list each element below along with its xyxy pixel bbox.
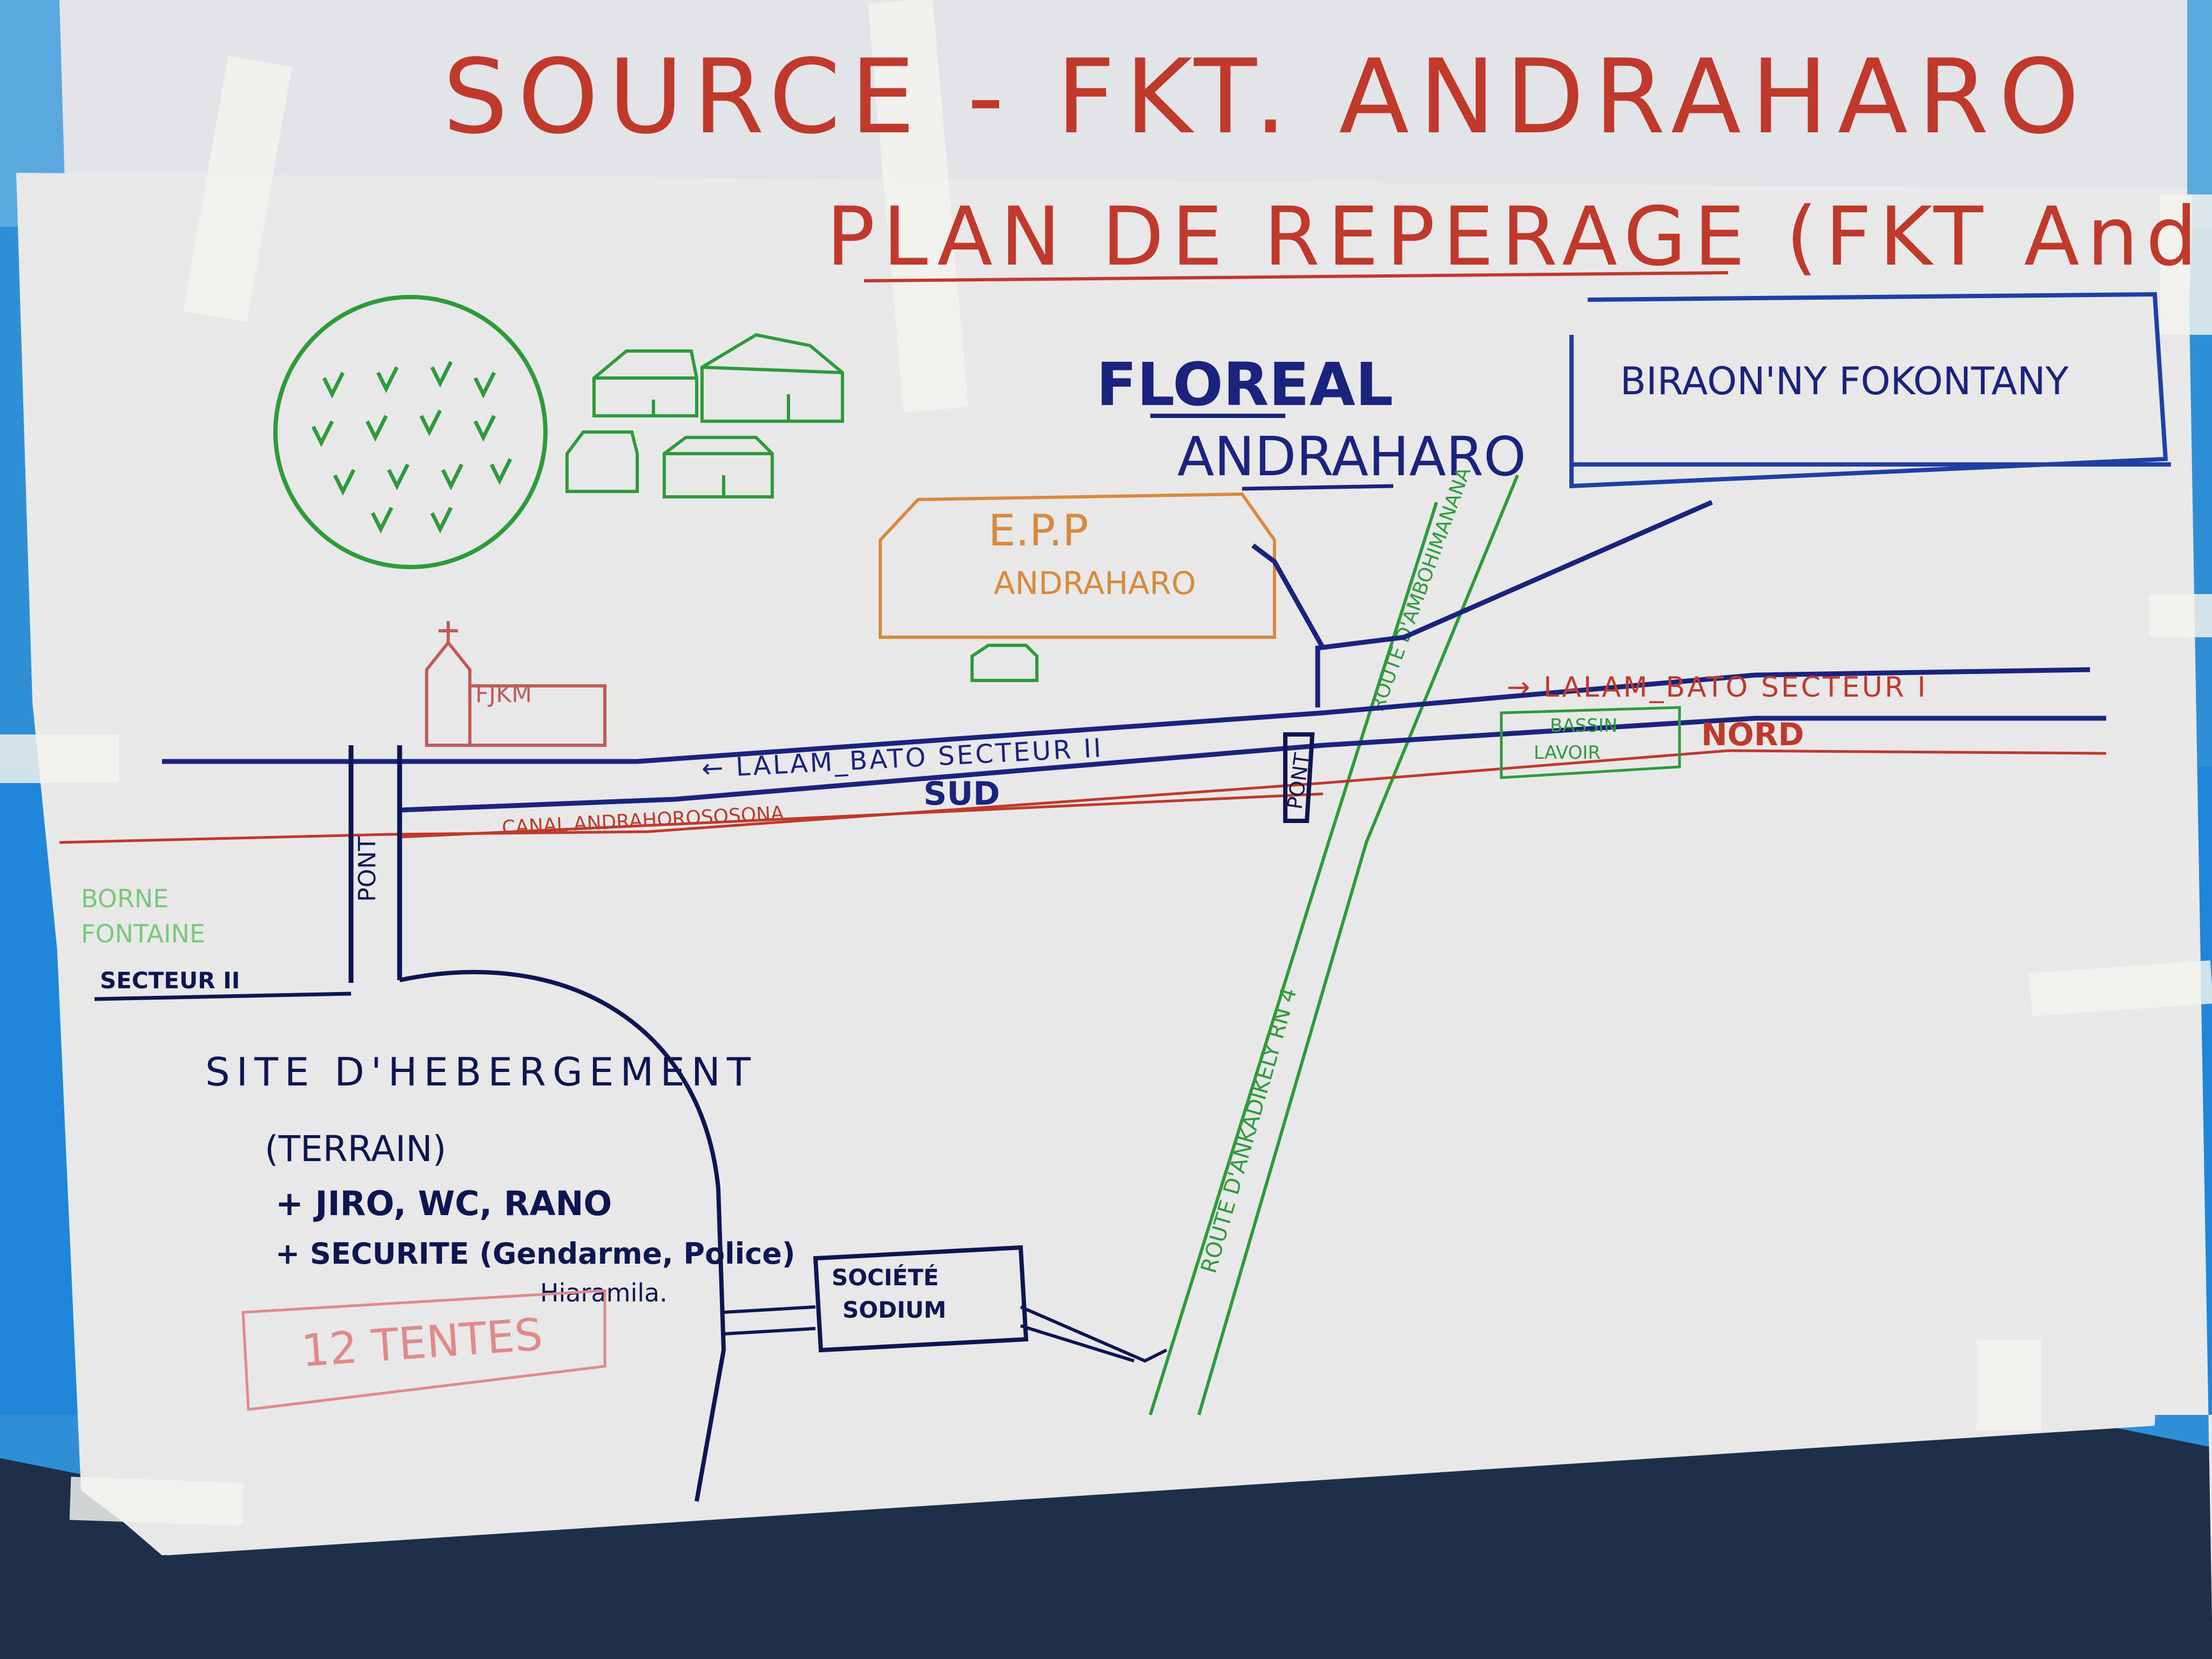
tape-group	[0, 0, 2212, 1526]
andraharo-label: ANDRAHARO	[1177, 425, 1526, 488]
canal	[59, 749, 2107, 844]
bassin-lavoir: BASSIN LAVOIR	[1500, 706, 1681, 779]
site-terrain: (TERRAIN)	[265, 1128, 447, 1170]
floreal-label: FLOREAL	[1096, 350, 1393, 419]
tape-piece	[1977, 1339, 2041, 1431]
borne-fontaine: BORNE FONTAINE	[81, 884, 205, 948]
right-bridge	[1283, 732, 1315, 823]
andraharo-underline	[1242, 484, 1394, 491]
tape-piece	[0, 734, 119, 783]
borne-label: BORNE	[81, 884, 168, 913]
pont-left-label: PONT	[354, 837, 381, 902]
tape-piece	[2149, 594, 2212, 637]
secteur-ii-label: SECTEUR II	[100, 967, 240, 994]
societe-label: SOCIÉTÉ	[832, 1264, 939, 1291]
school-icon: E.P.P ANDRAHARO	[879, 492, 1276, 639]
fjkm-label: FJKM	[475, 680, 532, 708]
house-icon	[700, 333, 844, 423]
sodium-label: SODIUM	[842, 1297, 946, 1323]
birao-label: BIRAON'NY FOKONTANY	[1620, 359, 2069, 403]
site-title: SITE D'HEBERGEMENT	[205, 1049, 757, 1095]
epp-label-2: ANDRAHARO	[994, 565, 1196, 602]
epp-label: E.P.P	[988, 505, 1088, 556]
forest-icon	[273, 295, 548, 569]
sud-label: SUD	[923, 775, 1000, 813]
societe-box: SOCIÉTÉ SODIUM	[723, 1245, 1168, 1363]
tape-piece	[183, 56, 292, 322]
house-icon	[592, 349, 698, 417]
bassin-label: BASSIN	[1550, 715, 1617, 737]
house-icon	[663, 436, 774, 498]
site-boundary	[399, 970, 726, 1502]
map-paper-surface	[16, 173, 2193, 1555]
birao-box: BIRAON'NY FOKONTANY	[1569, 292, 2171, 489]
lalam-secteur-i-label: → LALAM_BATO SECTEUR I	[1507, 671, 1928, 704]
source-heading: SOURCE - FKT. ANDRAHARO	[443, 37, 2089, 157]
tape-piece	[2029, 960, 2212, 1016]
title-underline	[864, 271, 1729, 282]
house-icon	[970, 644, 1038, 682]
fontaine-label: FONTAINE	[81, 919, 205, 948]
nord-label: NORD	[1701, 716, 1804, 753]
map-title: PLAN DE REPERAGE (FKT Andraharo)	[826, 190, 2212, 284]
left-bridge	[348, 745, 402, 983]
tape-piece	[868, 0, 968, 413]
top-paper	[59, 0, 2187, 200]
main-road	[162, 500, 2106, 813]
tape-piece	[69, 1476, 244, 1526]
house-icon	[565, 430, 639, 493]
site-jiro: + JIRO, WC, RANO	[275, 1184, 612, 1223]
houses-group	[565, 333, 1038, 682]
secteur-ii-line	[94, 992, 352, 1001]
tape-piece	[2160, 194, 2212, 335]
site-securite: + SECURITE (Gendarme, Police)	[275, 1237, 795, 1271]
church-icon: FJKM	[425, 621, 606, 747]
floor	[0, 1404, 2212, 1659]
route-lines	[1149, 474, 1519, 1415]
lavoir-label: LAVOIR	[1534, 742, 1601, 764]
